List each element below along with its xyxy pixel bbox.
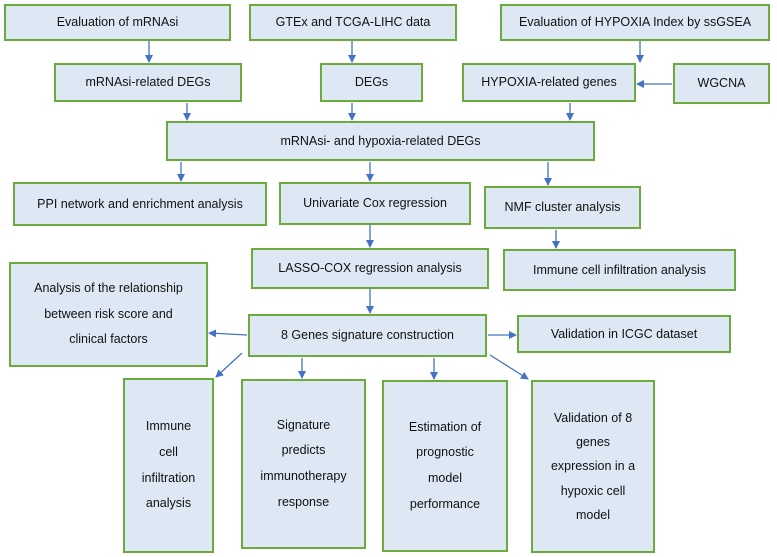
immunotherapy-line-4: response <box>277 494 330 509</box>
hypoxic-line-3: expression in a <box>550 459 636 474</box>
node-risk-score-clinical: Analysis of the relationship between ris… <box>9 262 208 367</box>
arrow-signature-to-risk <box>208 329 248 338</box>
node-gtex-tcga-data: GTEx and TCGA-LIHC data <box>249 4 457 41</box>
arrow-signature-to-hypoxic <box>489 354 529 380</box>
prognostic-line-3: model <box>427 471 463 485</box>
node-signature-construction: 8 Genes signature construction <box>248 314 487 357</box>
immunotherapy-line-1: Signature <box>276 417 331 432</box>
node-immune-infiltration-bottom: Immune cell infiltration analysis <box>123 378 214 553</box>
hypoxic-line-5: model <box>575 508 611 523</box>
node-mrnasi-related-degs: mRNAsi-related DEGs <box>54 63 242 102</box>
node-wgcna: WGCNA <box>673 63 770 104</box>
node-immune-infiltration-top: Immune cell infiltration analysis <box>503 249 736 291</box>
node-hypoxic-cell-validation: Validation of 8 genes expression in a hy… <box>531 380 655 553</box>
node-lasso-cox: LASSO-COX regression analysis <box>251 248 489 289</box>
node-hypoxia-index-evaluation: Evaluation of HYPOXIA Index by ssGSEA <box>500 4 770 41</box>
immune-bottom-line-3: infiltration <box>141 470 196 485</box>
node-icgc-validation: Validation in ICGC dataset <box>517 315 731 353</box>
node-mrnasi-evaluation: Evaluation of mRNAsi <box>4 4 231 41</box>
node-immunotherapy-response: Signature predicts immunotherapy respons… <box>241 379 366 549</box>
node-ppi-enrichment: PPI network and enrichment analysis <box>13 182 267 226</box>
immune-bottom-line-4: analysis <box>145 496 192 511</box>
node-hypoxia-related-genes: HYPOXIA-related genes <box>462 63 636 102</box>
risk-clinical-line-1: Analysis of the relationship <box>34 281 183 296</box>
risk-clinical-line-3: clinical factors <box>69 332 148 347</box>
hypoxic-line-2: genes <box>575 434 611 449</box>
hypoxic-line-4: hypoxic cell <box>560 483 626 498</box>
node-univariate-cox: Univariate Cox regression <box>279 182 471 225</box>
node-prognostic-performance: Estimation of prognostic model performan… <box>382 380 508 552</box>
prognostic-line-4: performance <box>409 496 481 511</box>
immunotherapy-line-2: predicts <box>281 443 326 458</box>
prognostic-line-2: prognostic <box>416 445 474 460</box>
node-mrnasi-hypoxia-degs: mRNAsi- and hypoxia-related DEGs <box>166 121 595 161</box>
immune-bottom-line-1: Immune <box>145 419 192 434</box>
immune-bottom-line-2: cell <box>159 444 178 459</box>
prognostic-line-1: Estimation of <box>408 419 482 434</box>
node-degs: DEGs <box>320 63 423 102</box>
risk-clinical-line-2: between risk score and <box>44 306 173 321</box>
arrow-signature-to-immune <box>215 352 243 378</box>
hypoxic-line-1: Validation of 8 <box>553 410 633 425</box>
node-nmf-cluster: NMF cluster analysis <box>484 186 641 229</box>
immunotherapy-line-3: immunotherapy <box>260 469 347 483</box>
